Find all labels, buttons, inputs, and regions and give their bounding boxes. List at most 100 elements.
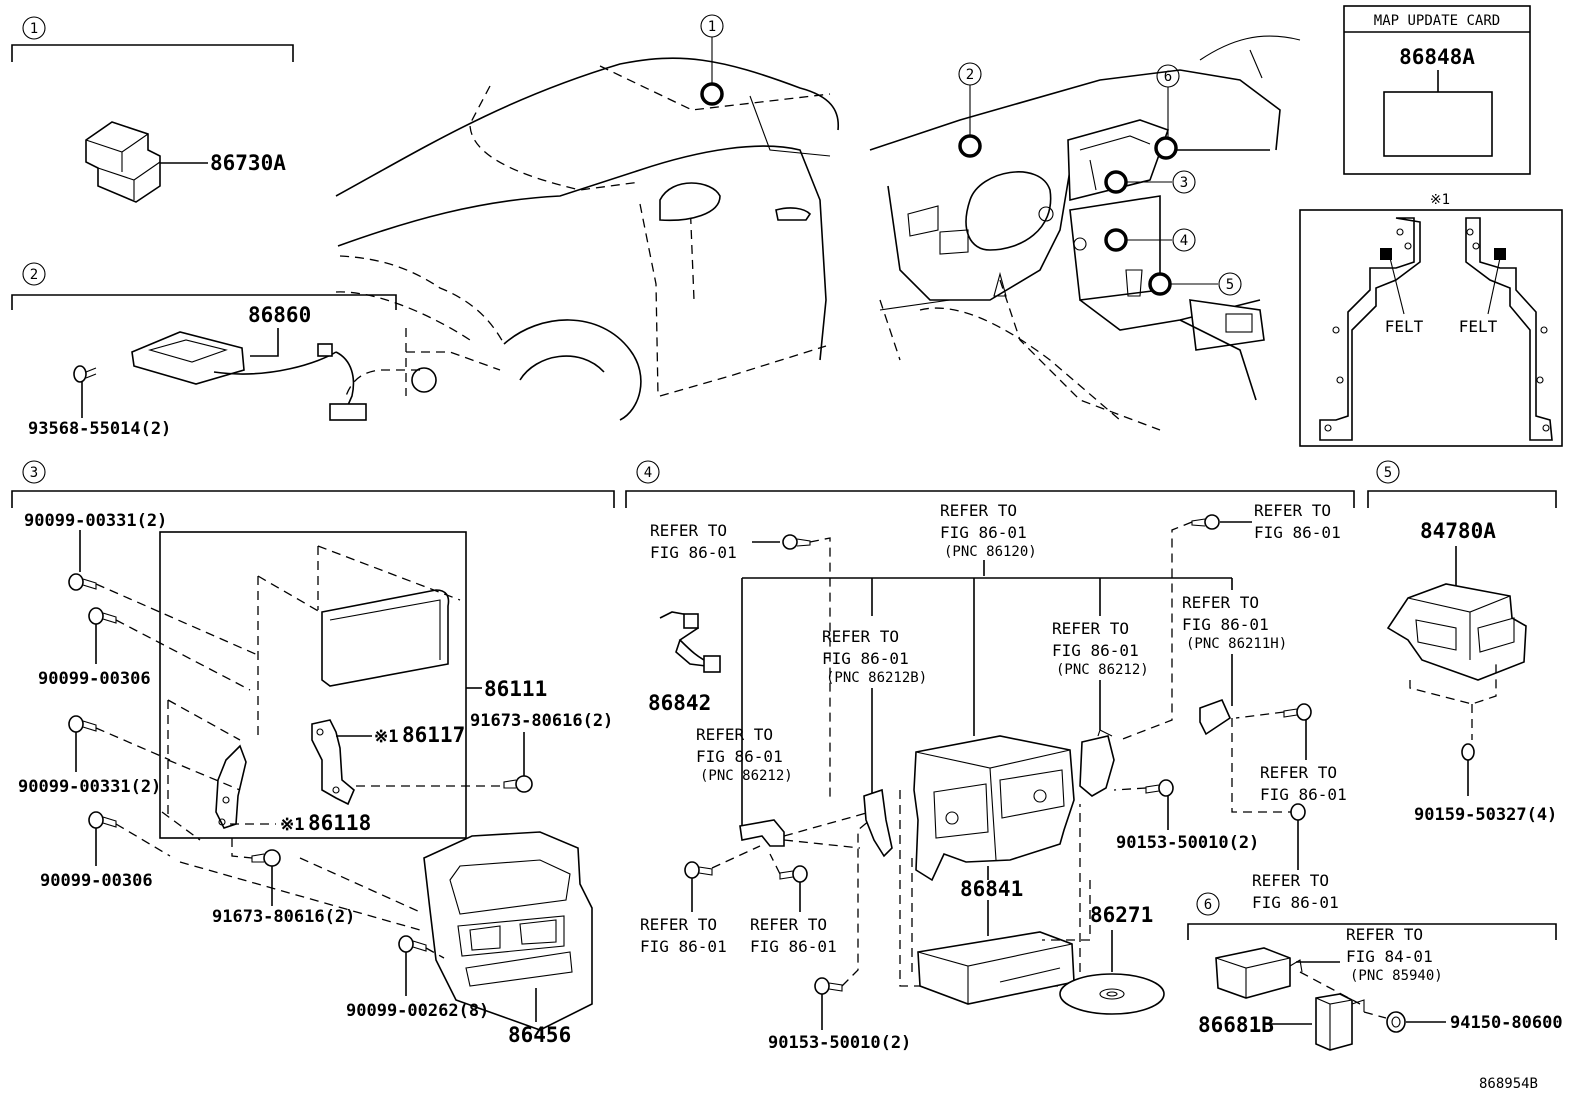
vehicle-interior-illustration <box>869 35 1301 431</box>
location-marker-2: 2 <box>958 62 982 158</box>
receiver-86841-illustration <box>913 729 1115 882</box>
refer-k-line2: FIG 86-01 <box>750 937 837 956</box>
section-1-marker: 1 <box>22 16 46 40</box>
screw-91673-a-icon <box>503 775 533 793</box>
refer-i-line2: FIG 86-01 <box>1252 893 1339 912</box>
svg-text:2: 2 <box>30 267 38 283</box>
location-marker-4: 4 <box>1104 228 1196 252</box>
refer-i-line1: REFER TO <box>1252 871 1329 890</box>
svg-text:1: 1 <box>30 21 38 37</box>
section-3-marker: 3 <box>22 460 46 484</box>
part-number-86681b: 86681B <box>1198 1013 1274 1037</box>
pnc-86212b: (PNC 86212B) <box>826 670 927 686</box>
part-number-90153-50010-a: 90153-50010(2) <box>1116 833 1259 853</box>
part-number-86271: 86271 <box>1090 903 1153 927</box>
screw-refer-h-icon <box>1283 703 1312 721</box>
part-number-86118: 86118 <box>308 811 371 835</box>
part-number-91673-80616-b: 91673-80616(2) <box>212 907 355 927</box>
screw-90099-00331-b-icon <box>68 715 97 733</box>
map-update-card-box <box>1343 5 1531 175</box>
part-number-94150-80600: 94150-80600 <box>1450 1013 1563 1033</box>
map-update-card-title: MAP UPDATE CARD <box>1374 13 1500 29</box>
switch-84780a-illustration <box>1386 583 1527 681</box>
svg-text:6: 6 <box>1164 69 1172 85</box>
svg-text:1: 1 <box>708 19 716 35</box>
refer-b-line2: FIG 86-01 <box>940 523 1027 542</box>
marker-86117: ※1 <box>374 727 398 747</box>
part-number-86111: 86111 <box>484 677 547 701</box>
refer-g-line1: REFER TO <box>696 725 773 744</box>
svg-text:3: 3 <box>1180 175 1188 191</box>
location-marker-6: 6 <box>1154 64 1180 160</box>
refer-c-line2: FIG 86-01 <box>1254 523 1341 542</box>
screw-refer-j-icon <box>684 861 713 879</box>
part-number-90099-00331-b: 90099-00331(2) <box>18 777 161 797</box>
refer-g-line2: FIG 86-01 <box>696 747 783 766</box>
svg-text:4: 4 <box>644 465 652 481</box>
section-6-bracket-line <box>1187 923 1557 940</box>
screw-refer-k-icon <box>779 865 808 883</box>
part-number-90099-00306-a: 90099-00306 <box>38 669 151 689</box>
refer-a-line2: FIG 86-01 <box>650 543 737 562</box>
screw-90099-00306-b-icon <box>88 811 117 829</box>
section-2-bracket-line <box>11 294 397 310</box>
screw-refer-a-icon <box>782 534 811 550</box>
svg-text:3: 3 <box>30 465 38 481</box>
part-number-90153-50010-b: 90153-50010(2) <box>768 1033 911 1053</box>
marker-86118: ※1 <box>280 815 304 835</box>
felt-detail-marker: ※1 <box>1430 192 1450 208</box>
section-4-bracket-line <box>625 490 1355 508</box>
svg-text:2: 2 <box>966 67 974 83</box>
part-number-86848a: 86848A <box>1399 45 1475 69</box>
refer-b-line1: REFER TO <box>940 501 1017 520</box>
navi-box-86271-illustration <box>917 931 1075 1005</box>
center-panel-86456-illustration <box>423 831 593 1031</box>
felt-label-left: FELT <box>1385 317 1424 336</box>
map-update-card-icon <box>1383 91 1493 157</box>
part-86730a-illustration <box>85 121 161 203</box>
pnc-86212-b: (PNC 86212) <box>700 768 793 784</box>
screw-refer-c-icon <box>1191 514 1220 530</box>
part-number-90099-00306-b: 90099-00306 <box>40 871 153 891</box>
refer-h-line1: REFER TO <box>1260 763 1337 782</box>
part-number-86117: 86117 <box>402 723 465 747</box>
screw-91673-b-icon <box>251 849 281 867</box>
display-panel-illustration <box>321 589 450 687</box>
screw-refer-i-icon <box>1290 803 1306 821</box>
part-number-86730a: 86730A <box>210 151 286 175</box>
screw-90159-icon <box>1461 743 1475 761</box>
pnc-85940: (PNC 85940) <box>1350 968 1443 984</box>
pnc-86212: (PNC 86212) <box>1056 662 1149 678</box>
part-number-91673-80616-a: 91673-80616(2) <box>470 711 613 731</box>
nut-94150-icon <box>1386 1011 1406 1033</box>
bracket-assy-box <box>159 531 467 839</box>
bracket-86211h-illustration <box>1199 698 1232 736</box>
svg-text:4: 4 <box>1180 233 1188 249</box>
screw-90099-00306-a-icon <box>88 607 117 625</box>
location-marker-5: 5 <box>1148 272 1242 296</box>
screw-90099-00262-icon <box>398 935 427 953</box>
refer-c-line1: REFER TO <box>1254 501 1331 520</box>
part-number-90099-00331-a: 90099-00331(2) <box>24 511 167 531</box>
location-marker-1: 1 <box>700 14 724 106</box>
screw-90099-00331-a-icon <box>68 573 97 591</box>
relay-86681b-illustration <box>1315 993 1365 1051</box>
svg-text:5: 5 <box>1226 277 1234 293</box>
refer-e-line2: FIG 86-01 <box>1052 641 1139 660</box>
refer-d-line2: FIG 86-01 <box>822 649 909 668</box>
bracket-86212-left-illustration <box>739 819 785 847</box>
refer-f-line2: FIG 86-01 <box>1182 615 1269 634</box>
relay-85940-illustration <box>1215 947 1303 999</box>
section-6-marker: 6 <box>1196 892 1220 916</box>
part-number-86841: 86841 <box>960 877 1023 901</box>
refer-6-line2: FIG 84-01 <box>1346 947 1433 966</box>
screw-90153-a-icon <box>1145 779 1174 797</box>
part-number-90159-50327: 90159-50327(4) <box>1414 805 1557 825</box>
refer-h-line2: FIG 86-01 <box>1260 785 1347 804</box>
bracket-86118-illustration <box>215 744 247 829</box>
part-number-90099-00262: 90099-00262(8) <box>346 1001 489 1021</box>
section-5-marker: 5 <box>1376 460 1400 484</box>
svg-text:5: 5 <box>1384 465 1392 481</box>
part-number-86842: 86842 <box>648 691 711 715</box>
